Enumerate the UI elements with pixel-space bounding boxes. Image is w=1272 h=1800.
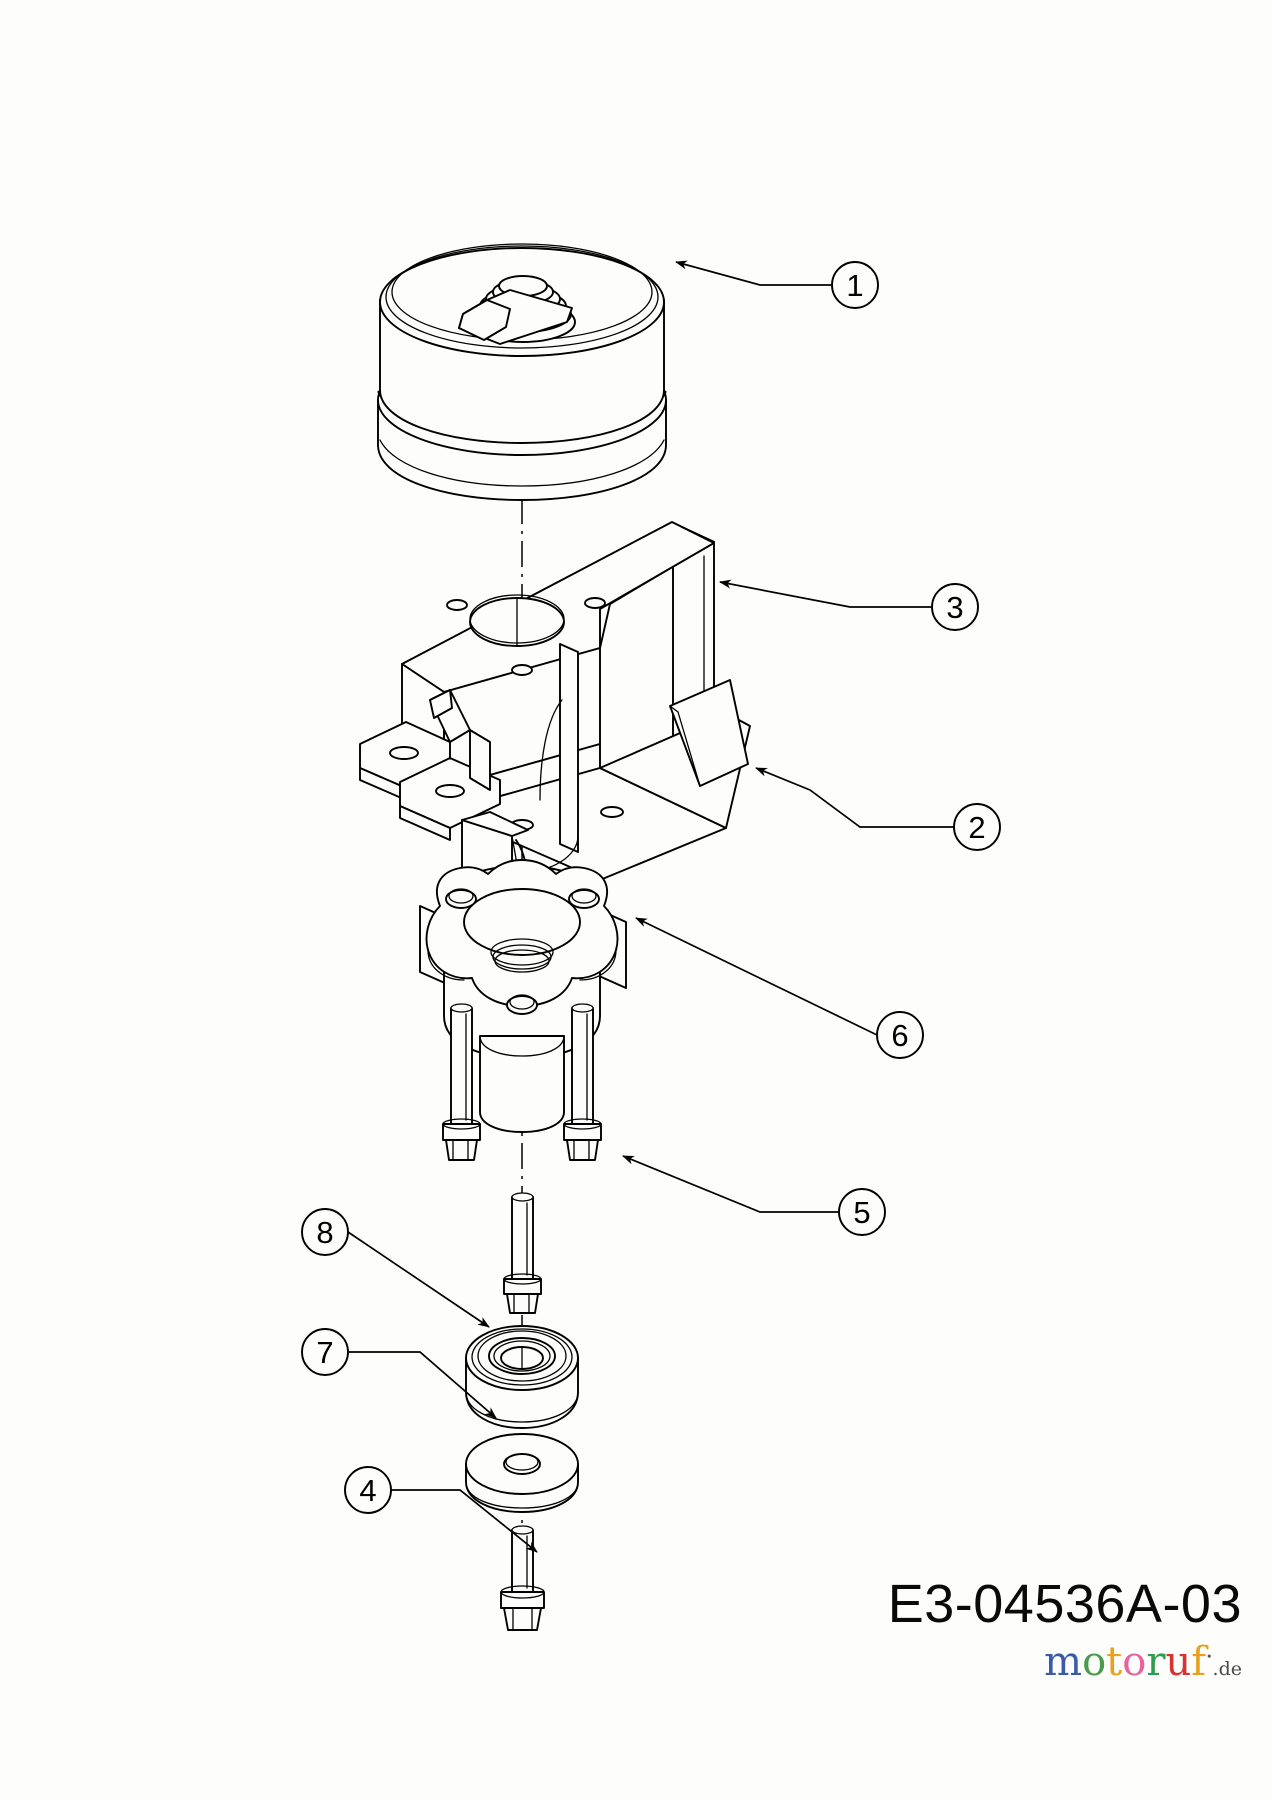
brand-watermark: motoruf•.de bbox=[1044, 1642, 1242, 1682]
callout-7[interactable]: 7 bbox=[301, 1328, 497, 1419]
part-number-label: E3-04536A-03 bbox=[887, 1574, 1242, 1634]
callout-leader-2 bbox=[755, 767, 954, 828]
callout-leader-5 bbox=[622, 1155, 839, 1213]
callout-number-1: 1 bbox=[846, 268, 863, 303]
callout-number-6: 6 bbox=[891, 1018, 908, 1053]
callout-leader-6 bbox=[635, 917, 878, 1036]
brand-letter-0: m bbox=[1044, 1639, 1083, 1685]
callout-leader-3 bbox=[719, 579, 932, 608]
callout-leader-7 bbox=[348, 1351, 497, 1419]
callout-leader-8 bbox=[347, 1231, 490, 1328]
callout-2[interactable]: 2 bbox=[755, 767, 1001, 851]
callout-number-8: 8 bbox=[316, 1215, 333, 1250]
callout-bubble-4[interactable] bbox=[344, 1466, 392, 1514]
callout-bubble-2[interactable] bbox=[953, 803, 1001, 851]
callout-3[interactable]: 3 bbox=[719, 579, 979, 631]
callout-leader-1 bbox=[675, 260, 832, 286]
callout-bubble-5[interactable] bbox=[838, 1188, 886, 1236]
callout-bubble-7[interactable] bbox=[301, 1328, 349, 1376]
brand-letter-5: u bbox=[1165, 1639, 1192, 1685]
callout-1[interactable]: 1 bbox=[675, 260, 879, 309]
part-hex-flange-bolt-right bbox=[563, 1003, 602, 1161]
brand-letter-2: t bbox=[1106, 1639, 1123, 1685]
brand-letter-3: o bbox=[1122, 1639, 1147, 1685]
callout-number-4: 4 bbox=[359, 1473, 376, 1508]
callout-6[interactable]: 6 bbox=[635, 917, 924, 1059]
callout-number-2: 2 bbox=[968, 810, 985, 845]
part-pulley bbox=[377, 243, 667, 501]
part-hex-flange-bolt-bottom bbox=[500, 1525, 545, 1631]
brand-letter-4: r bbox=[1146, 1639, 1166, 1685]
callout-bubble-8[interactable] bbox=[301, 1208, 349, 1256]
part-hex-flange-bolt-left bbox=[442, 1003, 481, 1161]
part-ball-bearing bbox=[465, 1325, 579, 1429]
callout-8[interactable]: 8 bbox=[301, 1208, 490, 1328]
brand-letter-1: o bbox=[1082, 1639, 1107, 1685]
brand-letters: motoruf bbox=[1044, 1639, 1206, 1685]
callout-number-5: 5 bbox=[853, 1195, 870, 1230]
part-center-shaft-bolt bbox=[503, 1192, 542, 1314]
callout-bubble-6[interactable] bbox=[876, 1011, 924, 1059]
part-spindle-housing bbox=[419, 859, 627, 1133]
callout-bubble-3[interactable] bbox=[931, 583, 979, 631]
brand-suffix: .de bbox=[1212, 1658, 1242, 1680]
callout-leader-4 bbox=[391, 1489, 538, 1553]
callout-4[interactable]: 4 bbox=[344, 1466, 538, 1553]
callout-5[interactable]: 5 bbox=[622, 1155, 886, 1236]
part-flat-washer bbox=[465, 1433, 579, 1513]
callout-number-7: 7 bbox=[316, 1335, 333, 1370]
part-mounting-bracket bbox=[359, 521, 751, 907]
callout-number-3: 3 bbox=[946, 590, 963, 625]
brand-letter-6: f bbox=[1191, 1639, 1207, 1685]
brand-dot-accent: • bbox=[1206, 1650, 1213, 1664]
callout-layer: 1 3 2 6 5 8 7 4 bbox=[301, 260, 1001, 1553]
callout-bubble-1[interactable] bbox=[831, 261, 879, 309]
